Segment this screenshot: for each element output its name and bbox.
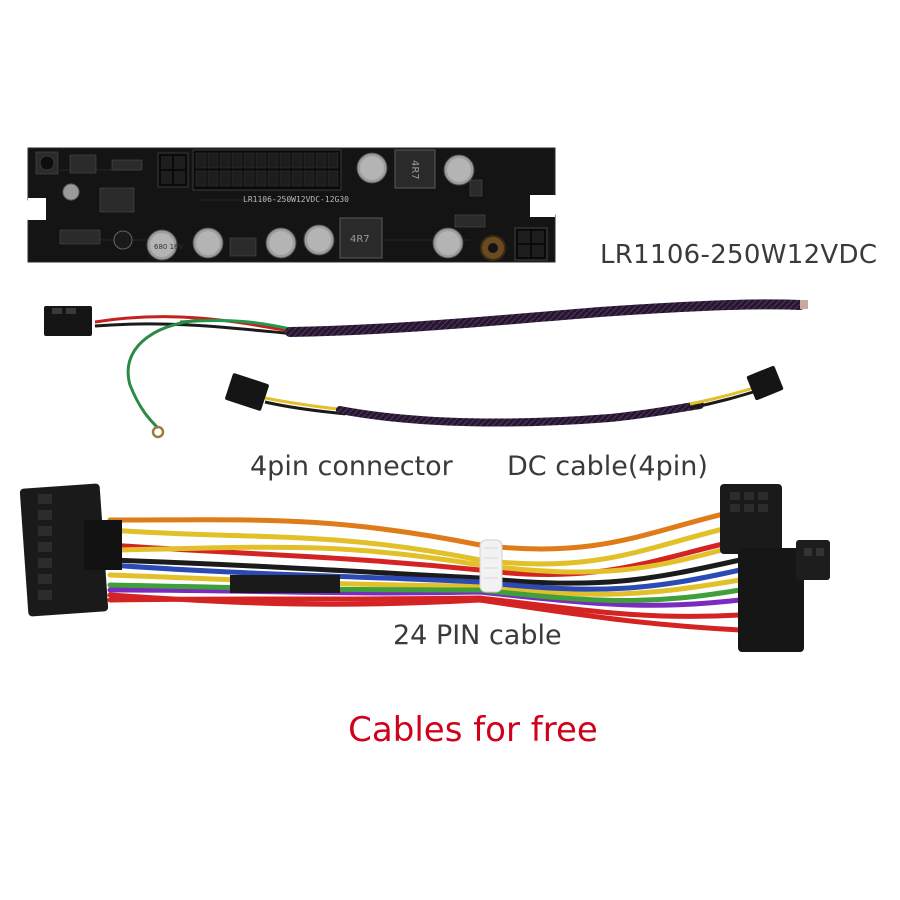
pcb-capacitor: [432, 227, 464, 259]
dc-plug-right: [746, 365, 784, 401]
pcb-4pin-header: [514, 227, 548, 261]
twenty-four-pin-cable: [19, 483, 830, 652]
svg-text:680 16V: 680 16V: [154, 243, 183, 251]
pcb-capacitor: [356, 152, 388, 184]
pcb-inductor: 4R7: [394, 149, 436, 189]
pcb-capacitor: [265, 227, 297, 259]
cable-tie: [479, 539, 503, 593]
twenty-four-pin-cable-label: 24 PIN cable: [393, 620, 562, 651]
svg-text:4R7: 4R7: [350, 234, 370, 245]
pcb-8pin-header: [157, 152, 189, 188]
dc-cable-label: DC cable(4pin): [507, 451, 708, 482]
pcb-silkscreen-text: LR1106-250W12VDC-12G30: [243, 195, 349, 204]
dc-plug-left: [225, 373, 269, 411]
four-pin-connector-label: 4pin connector: [250, 451, 453, 482]
model-label: LR1106-250W12VDC: [600, 240, 878, 270]
four-pin-connector-cable: [44, 299, 808, 439]
pcb-board: LR1106-250W12VDC-12G30 680 16V: [27, 147, 556, 263]
pcb-24pin-header: [192, 149, 342, 191]
four-pin-plug: [44, 306, 92, 336]
pcb-capacitor: 680 16V: [146, 229, 183, 261]
cables-for-free-caption: Cables for free: [348, 710, 598, 750]
dc-cable: [225, 365, 784, 427]
pcb-inductor: 4R7: [339, 217, 383, 259]
svg-text:4R7: 4R7: [409, 160, 420, 180]
pcb-capacitor: [192, 227, 224, 259]
twenty-four-pin-plug-right: [720, 484, 830, 652]
pcb-capacitor: [443, 154, 475, 186]
pcb-capacitor: [303, 224, 335, 256]
twenty-four-pin-plug-left: [19, 483, 122, 617]
